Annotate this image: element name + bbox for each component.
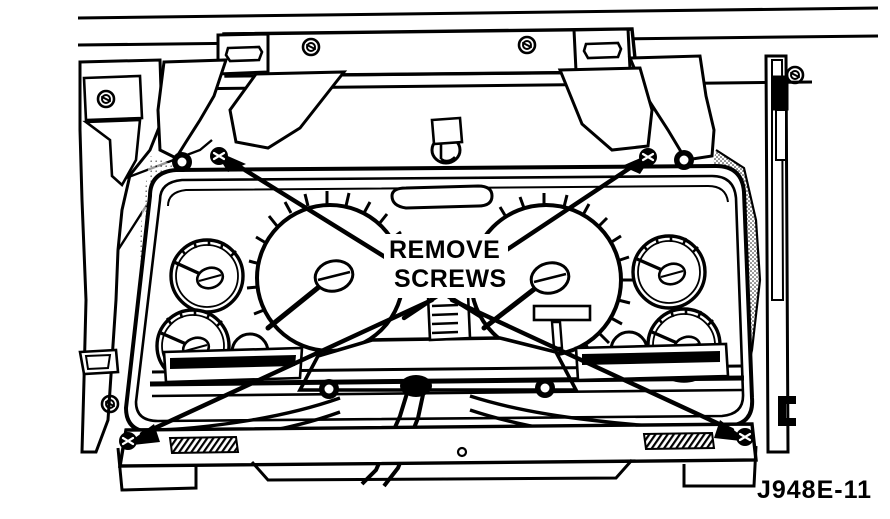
left-pillar-trim [78, 58, 213, 454]
fuel-gauge [169, 238, 245, 314]
right-pillar-trim [764, 54, 796, 454]
callout-label-line-2: SCREWS [394, 265, 507, 293]
callout-label-line-1: REMOVE [389, 236, 501, 264]
dash-side-panels [156, 54, 716, 162]
figure-number: J948E-11 [756, 476, 872, 504]
caption-backdrop [384, 234, 508, 298]
cluster-mount-studs [172, 116, 694, 172]
oil-pressure-gauge [631, 234, 707, 310]
speedometer [246, 191, 410, 353]
lower-dash-panel [116, 422, 758, 492]
